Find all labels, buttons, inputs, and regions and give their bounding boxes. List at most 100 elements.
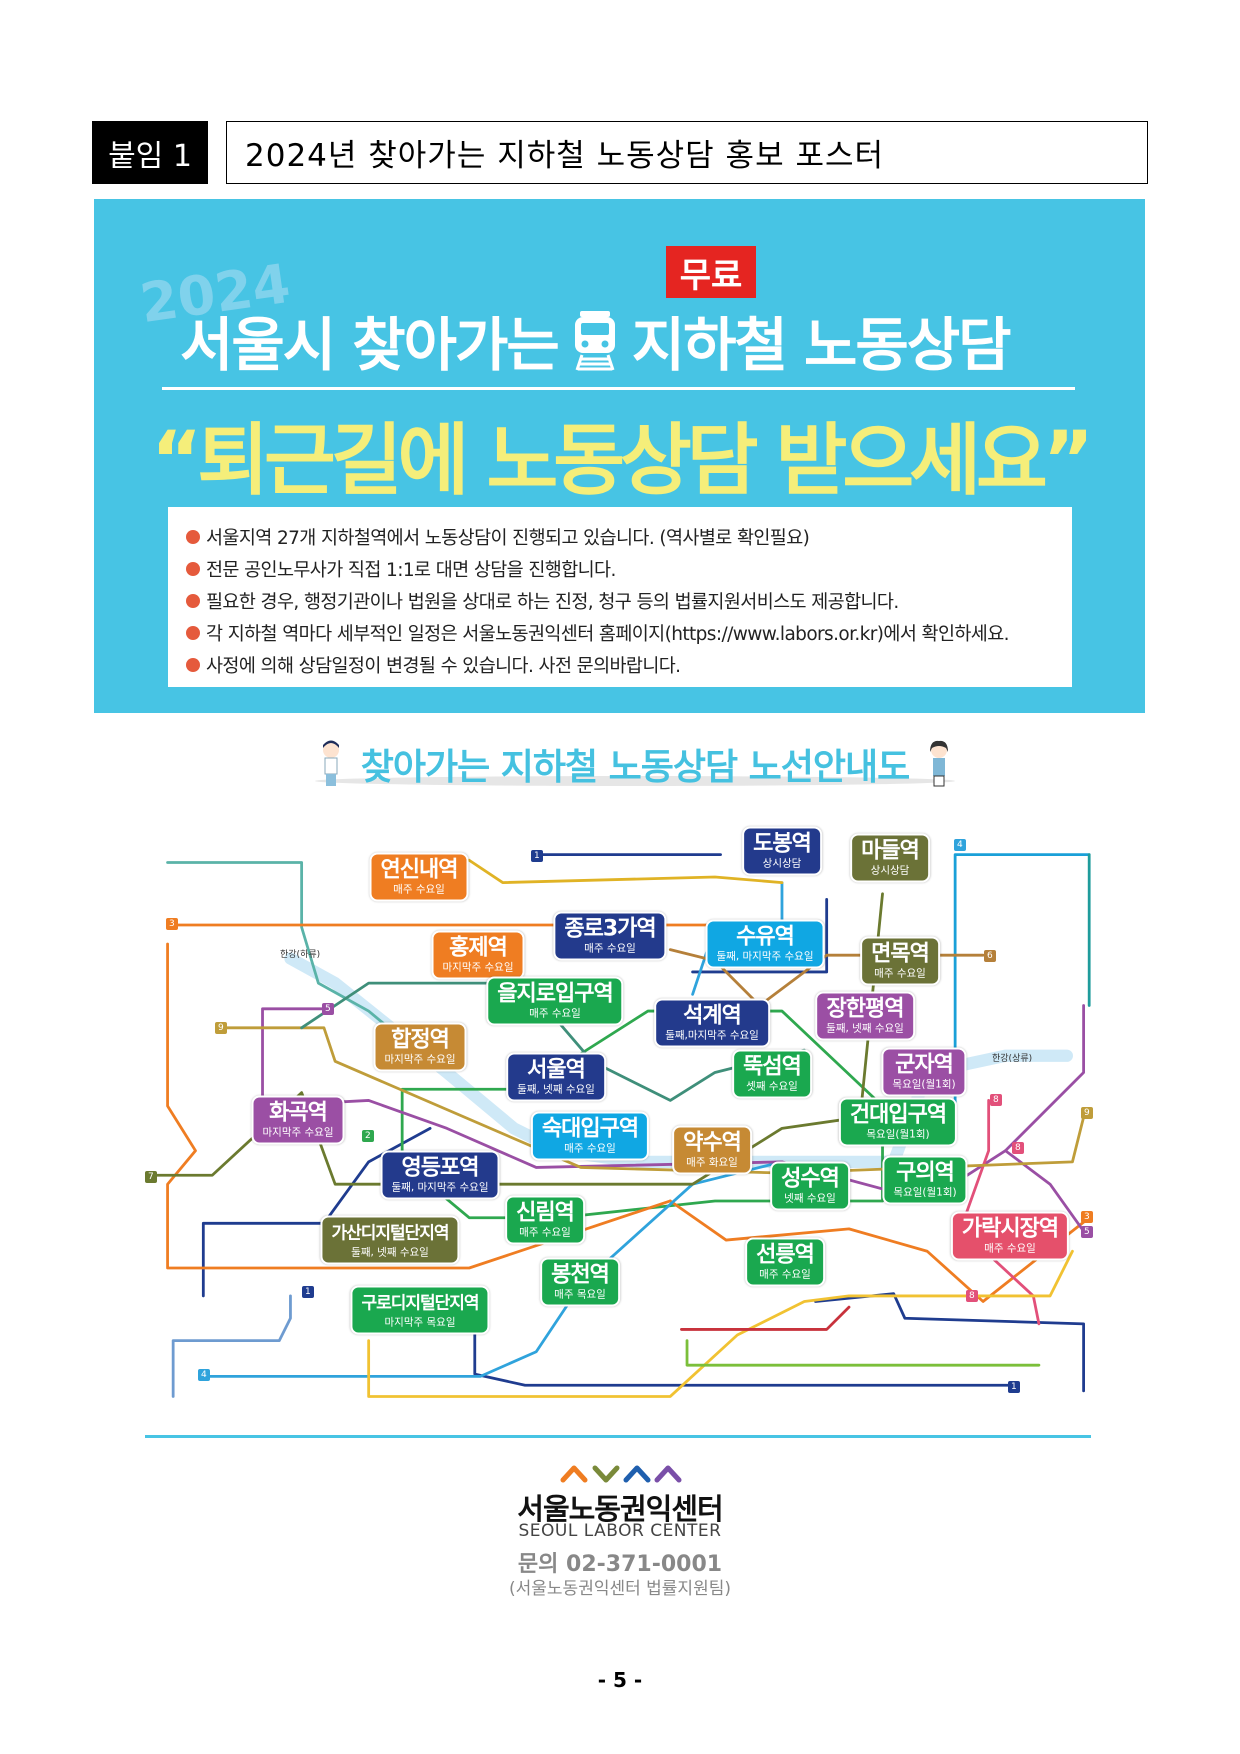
line-shinbundang bbox=[467, 858, 784, 884]
station-schedule: 둘째, 넷째 수요일 bbox=[517, 1083, 595, 1096]
line-badge: 9 bbox=[215, 1022, 227, 1034]
station-name: 을지로입구역 bbox=[497, 981, 613, 1007]
contact-phone: 문의 02-371-0001 bbox=[517, 1552, 723, 1577]
river-label: 한강(하류) bbox=[280, 950, 321, 960]
org-name-english: SEOUL LABOR CENTER bbox=[518, 1521, 722, 1541]
attachment-tag: 붙임 1 bbox=[92, 121, 208, 184]
subway-train-icon bbox=[572, 309, 618, 371]
title-right: 지하철 노동상담 bbox=[631, 311, 1012, 379]
station-schedule: 매주 수요일 bbox=[519, 1226, 571, 1239]
line-badge: 2 bbox=[362, 1130, 374, 1142]
station-name: 영등포역 bbox=[401, 1155, 480, 1181]
station-name: 가산디지털단지역 bbox=[331, 1223, 449, 1244]
station-name: 군자역 bbox=[895, 1052, 954, 1078]
station-name: 마들역 bbox=[861, 838, 920, 864]
bullet-text: 각 지하철 역마다 세부적인 일정은 서울노동권익센터 홈페이지(https:/… bbox=[206, 624, 1010, 645]
free-badge: 무료 bbox=[666, 246, 756, 298]
station-name: 합정역 bbox=[391, 1027, 450, 1053]
station-name: 가락시장역 bbox=[961, 1216, 1059, 1242]
line-4 bbox=[953, 853, 1091, 1119]
station-schedule: 매주 수요일 bbox=[393, 883, 445, 896]
bullet-dot-icon bbox=[186, 594, 200, 608]
footer-divider bbox=[145, 1435, 1091, 1438]
station-name: 홍제역 bbox=[449, 935, 508, 961]
subtitle-text: 찾아가는 지하철 노동상담 노선안내도 bbox=[360, 747, 911, 788]
station-name: 도봉역 bbox=[753, 831, 812, 857]
line-badge: 5 bbox=[1081, 1226, 1093, 1238]
line-badge: 3 bbox=[1081, 1211, 1093, 1223]
station-schedule: 매주 수요일 bbox=[584, 942, 636, 955]
title-left: 서울시 찾아가는 bbox=[180, 311, 560, 379]
bullet-dot-icon bbox=[186, 530, 200, 544]
counselor-woman-icon bbox=[930, 740, 948, 787]
poster-title: 서울시 찾아가는 지하철 노동상담 bbox=[180, 298, 1060, 382]
station-schedule: 매주 수요일 bbox=[759, 1268, 811, 1281]
station-name: 성수역 bbox=[781, 1166, 840, 1192]
station-name: 종로3가역 bbox=[564, 916, 656, 942]
station-schedule: 매주 수요일 bbox=[564, 1142, 616, 1155]
station-schedule: 둘째,마지막주 수요일 bbox=[665, 1029, 759, 1042]
bullet-dot-icon bbox=[186, 626, 200, 640]
station-schedule: 마지막주 수요일 bbox=[442, 961, 514, 974]
document-title: 2024년 찾아가는 지하철 노동상담 홍보 포스터 bbox=[226, 121, 1148, 184]
bullet-text: 사정에 의해 상담일정이 변경될 수 있습니다. 사전 문의바랍니다. bbox=[206, 656, 681, 677]
line-badge: 9 bbox=[1081, 1107, 1093, 1119]
counselor-man-icon bbox=[323, 740, 339, 786]
station-name: 장한평역 bbox=[826, 996, 905, 1022]
bullet-text: 서울지역 27개 지하철역에서 노동상담이 진행되고 있습니다. (역사별로 확… bbox=[206, 528, 810, 549]
station-schedule: 둘째, 마지막주 수요일 bbox=[391, 1181, 489, 1194]
station-name: 숙대입구역 bbox=[541, 1116, 639, 1142]
station-schedule: 상시상담 bbox=[870, 864, 910, 877]
station-schedule: 목요일(월1회) bbox=[893, 1186, 957, 1199]
station-name: 신림역 bbox=[516, 1200, 575, 1226]
line-badge: 1 bbox=[531, 850, 543, 862]
line-badge: 8 bbox=[1012, 1142, 1024, 1154]
station-schedule: 넷째 수요일 bbox=[784, 1192, 836, 1205]
station-name: 구로디지털단지역 bbox=[361, 1293, 479, 1314]
station-schedule: 마지막주 수요일 bbox=[384, 1053, 456, 1066]
station-name: 구의역 bbox=[896, 1160, 955, 1186]
station-name: 봉천역 bbox=[551, 1262, 610, 1288]
station-name: 화곡역 bbox=[269, 1100, 328, 1126]
station-schedule: 상시상담 bbox=[762, 857, 802, 870]
station-schedule: 마지막주 수요일 bbox=[262, 1126, 334, 1139]
station-schedule: 목요일(월1회) bbox=[892, 1078, 956, 1091]
line-badge: 4 bbox=[954, 839, 966, 851]
station-schedule: 매주 화요일 bbox=[686, 1156, 738, 1169]
line-gimpo bbox=[171, 1294, 292, 1398]
station-name: 건대입구역 bbox=[849, 1102, 947, 1128]
station-schedule: 매주 수요일 bbox=[984, 1242, 1036, 1255]
line-badge: 3 bbox=[166, 918, 178, 930]
station-name: 선릉역 bbox=[756, 1242, 815, 1268]
info-bullet: 전문 공인노무사가 직접 1:1로 대면 상담을 진행합니다. bbox=[186, 553, 1054, 585]
line-1-right bbox=[814, 1292, 1085, 1393]
map-subtitle: 찾아가는 지하철 노동상담 노선안내도 bbox=[315, 740, 955, 788]
info-box: 서울지역 27개 지하철역에서 노동상담이 진행되고 있습니다. (역사별로 확… bbox=[168, 507, 1072, 687]
bullet-text: 전문 공인노무사가 직접 1:1로 대면 상담을 진행합니다. bbox=[206, 560, 616, 581]
org-name-korean: 서울노동권익센터 bbox=[517, 1492, 723, 1526]
station-name: 서울역 bbox=[527, 1057, 586, 1083]
bullet-text: 필요한 경우, 행정기관이나 법원을 상대로 하는 진정, 청구 등의 법률지원… bbox=[206, 592, 899, 613]
info-bullet: 사정에 의해 상담일정이 변경될 수 있습니다. 사전 문의바랍니다. bbox=[186, 649, 1054, 681]
line-badge: 8 bbox=[990, 1094, 1002, 1106]
station-name: 석계역 bbox=[683, 1003, 742, 1029]
